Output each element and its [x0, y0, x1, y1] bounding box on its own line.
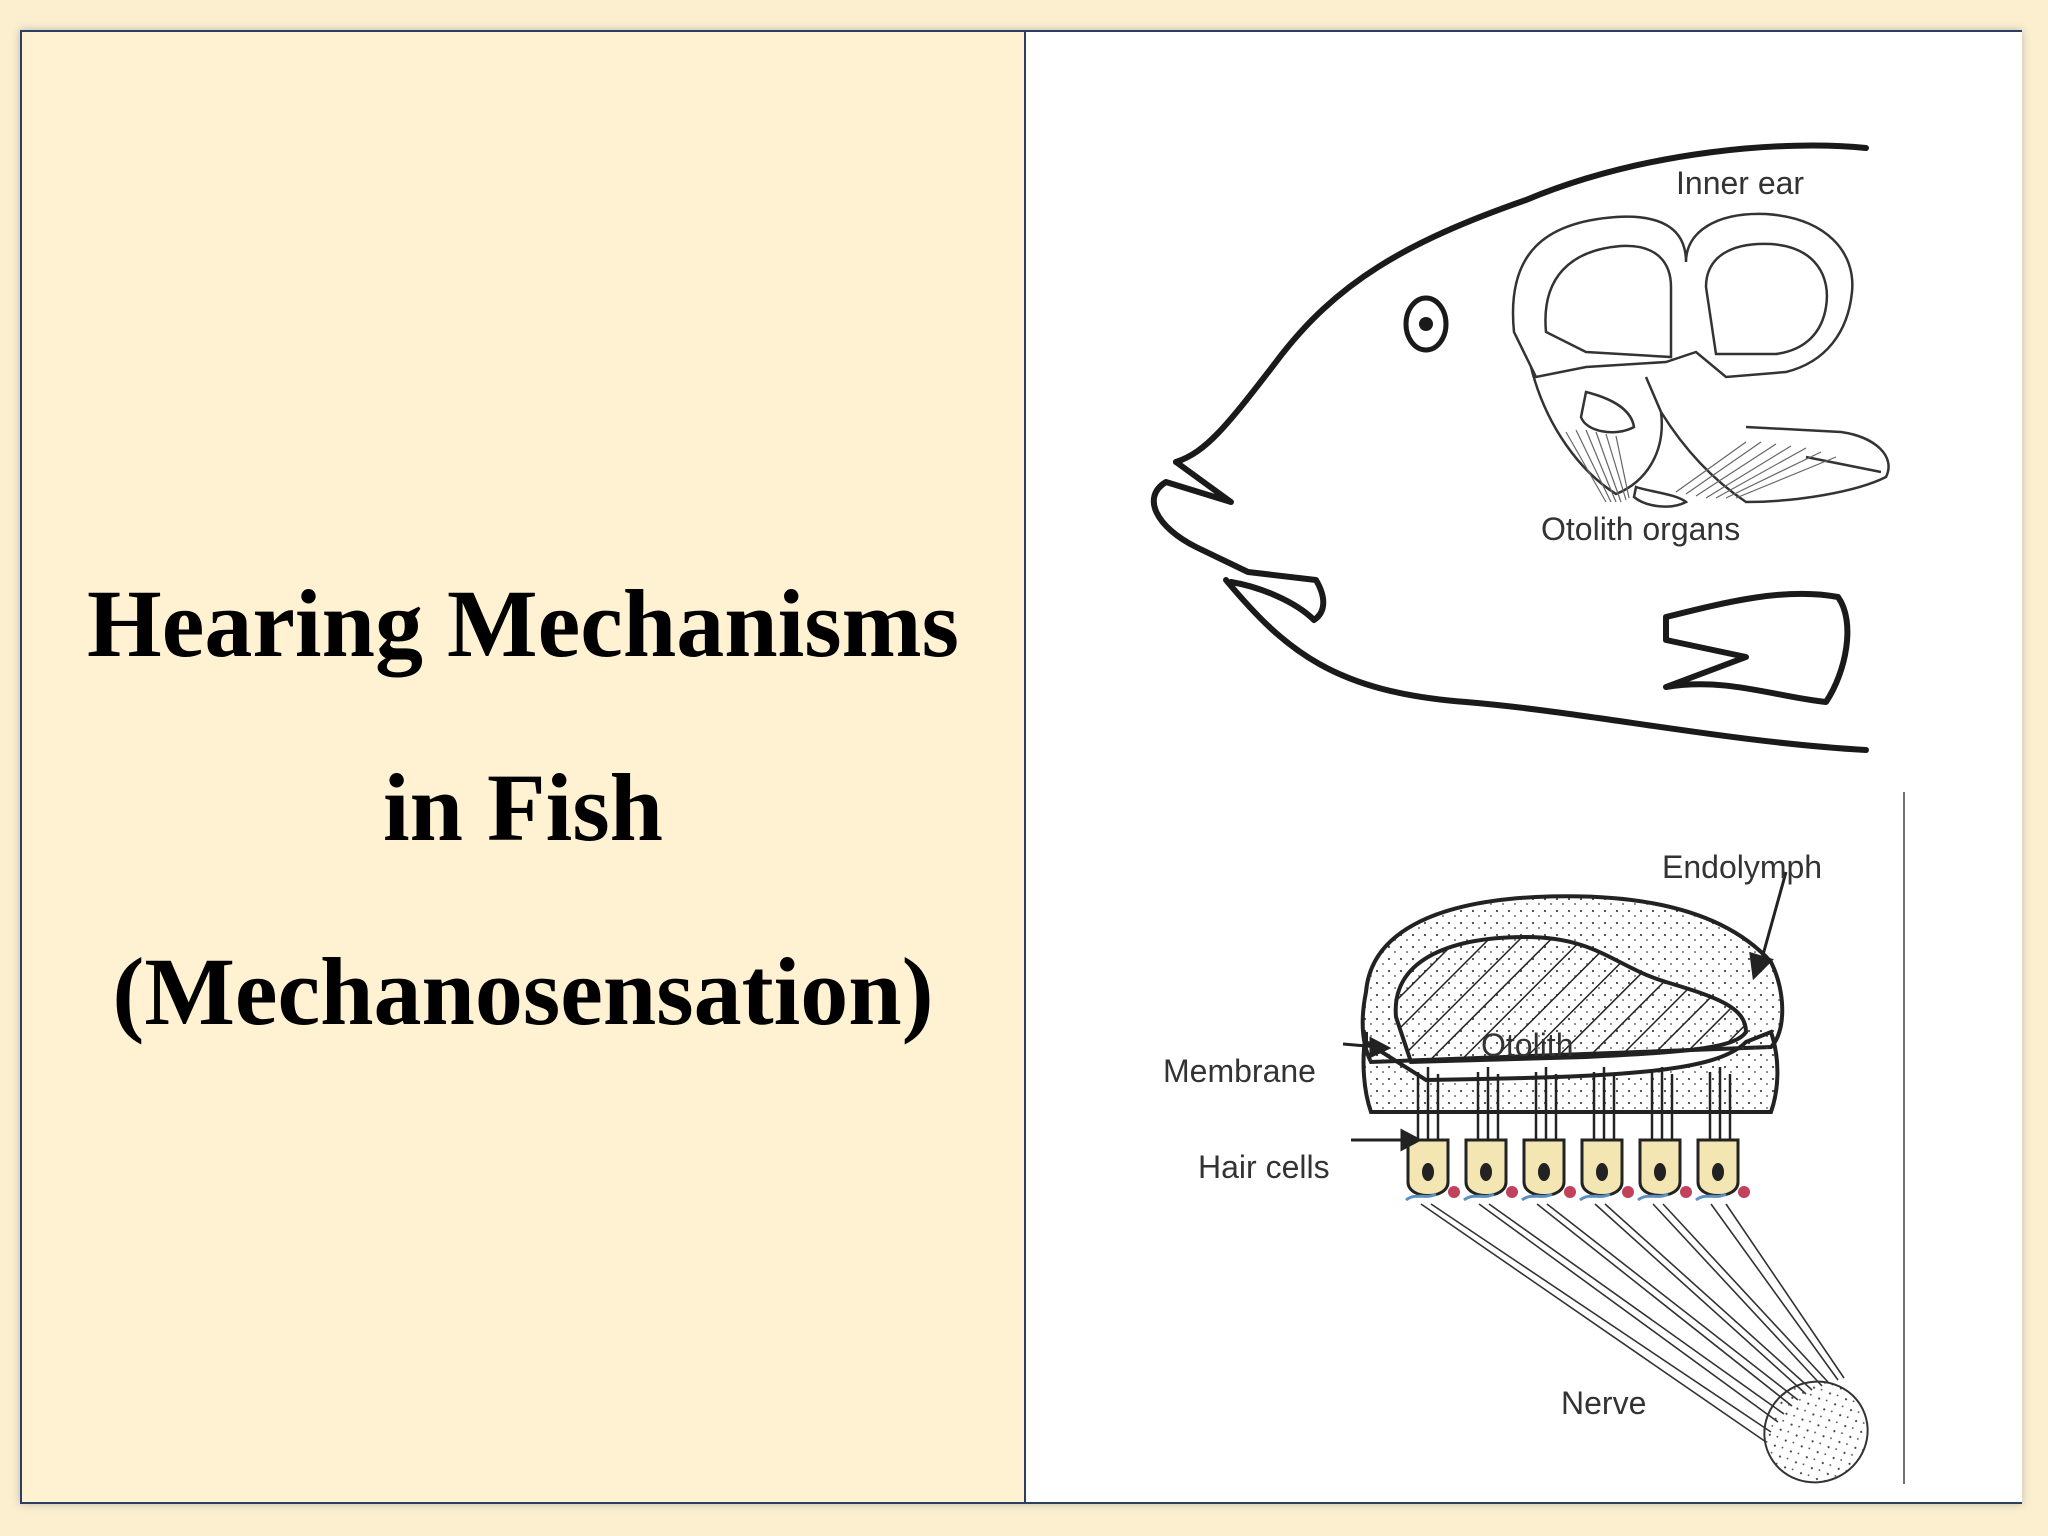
- label-endolymph: Endolymph: [1662, 849, 1822, 885]
- fish-eye-icon: [1403, 295, 1449, 353]
- title-line-2: in Fish: [382, 754, 664, 861]
- label-hair-cells: Hair cells: [1198, 1149, 1330, 1185]
- title-line-1: Hearing Mechanisms: [87, 570, 959, 677]
- label-otolith: Otolith: [1481, 1027, 1573, 1063]
- title-panel: Hearing Mechanisms in Fish (Mechanosensa…: [22, 32, 1024, 1502]
- label-arrows: [1342, 871, 1788, 1152]
- slide-frame: Hearing Mechanisms in Fish (Mechanosensa…: [20, 30, 2022, 1504]
- label-otolith-organs: Otolith organs: [1541, 511, 1740, 547]
- title-line-3: (Mechanosensation): [112, 938, 934, 1045]
- inner-ear-illustration: [1511, 212, 1890, 508]
- slide-title: Hearing Mechanisms in Fish (Mechanosensa…: [22, 532, 1024, 1084]
- fish-hearing-diagram: Inner ear Otolith organs: [1150, 142, 1905, 1484]
- fish-head-illustration: [1150, 142, 1869, 753]
- label-inner-ear: Inner ear: [1676, 165, 1804, 201]
- label-membrane: Membrane: [1163, 1053, 1316, 1089]
- otolith-organ-illustration: [1360, 894, 1869, 1484]
- diagram-panel: Inner ear Otolith organs: [1024, 32, 2022, 1502]
- label-nerve: Nerve: [1561, 1385, 1646, 1421]
